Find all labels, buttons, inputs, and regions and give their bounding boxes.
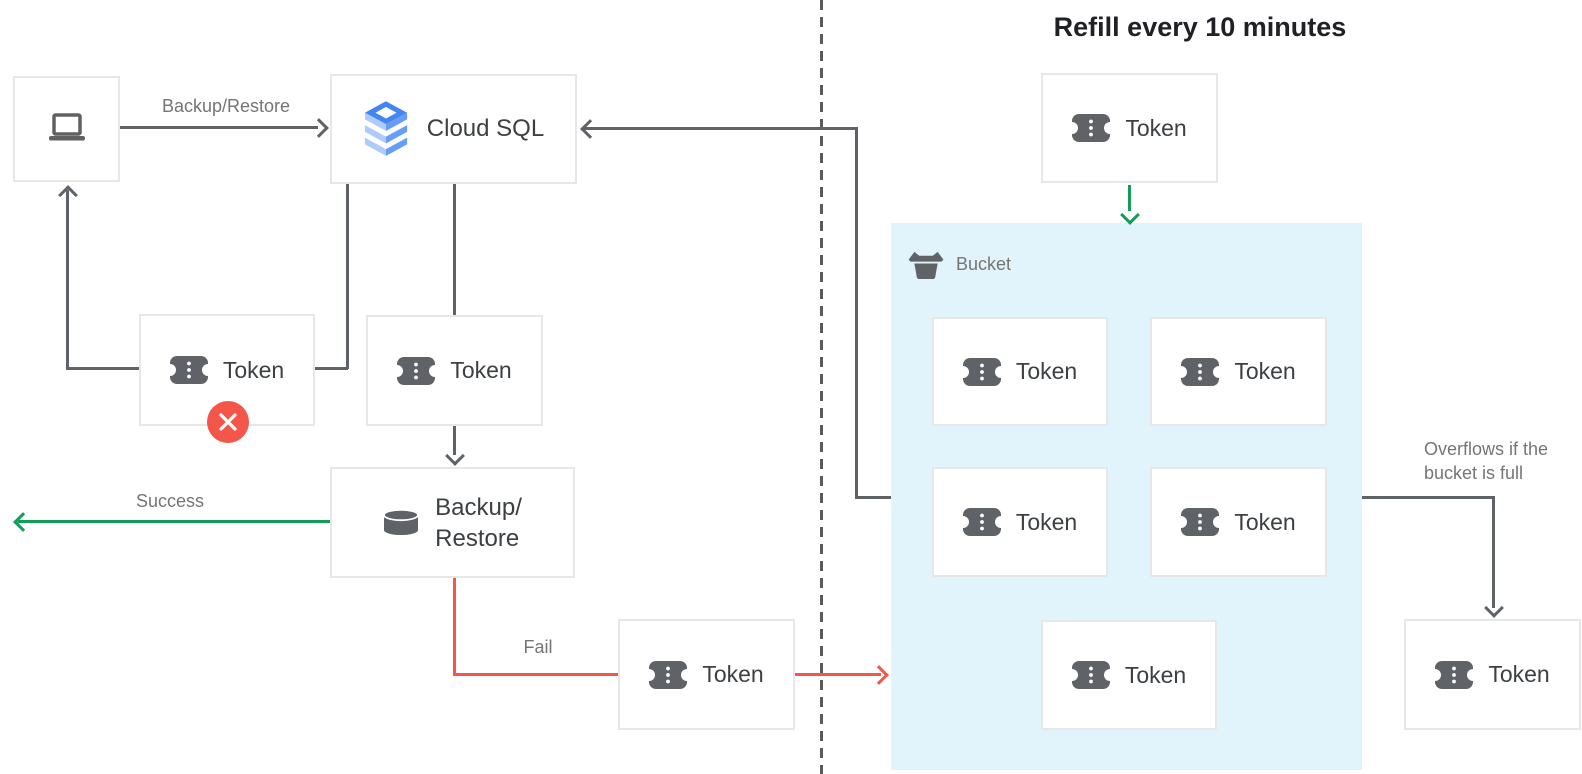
edge-fail-v xyxy=(453,578,456,675)
cloud-sql-node: Cloud SQL xyxy=(330,74,577,184)
token-denied-node: Token xyxy=(139,314,315,443)
token-label: Token xyxy=(1125,114,1187,141)
edge-bucket-to-cloudsql-v xyxy=(855,127,858,497)
token-label: Token xyxy=(1234,508,1296,535)
arrowhead-left-icon xyxy=(580,119,600,139)
token-queue-node: Token xyxy=(366,315,543,426)
bucket-token-3: Token xyxy=(932,467,1108,577)
token-icon xyxy=(649,660,688,689)
token-label: Token xyxy=(1488,661,1550,687)
edge-overflow-h xyxy=(1362,496,1493,499)
refill-token-node: Token xyxy=(1041,73,1218,183)
edge-fail-h xyxy=(453,673,618,676)
bucket-token-1: Token xyxy=(932,317,1108,426)
fail-label: Fail xyxy=(523,637,553,657)
page-title: Refill every 10 minutes xyxy=(1053,12,1347,42)
overflow-label: Overflows if the bucket is full xyxy=(1424,439,1549,483)
token-icon xyxy=(1435,660,1474,689)
arrowhead-right-icon xyxy=(309,118,329,138)
arrowhead-right-red-icon xyxy=(869,665,889,685)
success-label: Success xyxy=(135,491,205,511)
arrowhead-up-icon xyxy=(58,185,78,205)
edge-cloudsql-to-token-v xyxy=(346,183,349,369)
token-label: Token xyxy=(702,661,764,687)
edge-bucket-to-cloudsql-h xyxy=(584,127,856,130)
database-icon xyxy=(383,509,420,535)
overflow-token-node: Token xyxy=(1404,619,1581,730)
edge-cloudsql-to-midtoken xyxy=(453,183,456,315)
bucket-region: Bucket Token Token Toke xyxy=(891,223,1362,770)
token-icon xyxy=(962,357,1001,386)
edge-token-to-laptop-h xyxy=(66,367,139,370)
arrowhead-down-icon xyxy=(445,446,465,466)
token-fail-node: Token xyxy=(618,619,795,730)
backup-restore-edge-label: Backup/Restore xyxy=(161,96,291,116)
token-icon xyxy=(1072,114,1111,142)
backup-restore-node: Backup/ Restore xyxy=(330,467,575,578)
error-x-icon xyxy=(207,401,249,443)
arrowhead-left-green-icon xyxy=(13,512,33,532)
edge-success xyxy=(18,520,330,523)
arrowhead-down-icon xyxy=(1484,598,1504,618)
bucket-label: Bucket xyxy=(908,249,1011,280)
edge-midtoken-to-backup xyxy=(453,425,456,455)
token-label: Token xyxy=(1015,358,1078,384)
arrowhead-down-green-icon xyxy=(1120,205,1140,225)
cloud-sql-icon xyxy=(364,101,407,156)
token-icon xyxy=(962,508,1001,536)
token-label: Token xyxy=(1015,508,1078,535)
edge-overflow-v xyxy=(1492,496,1495,608)
edge-fail-to-bucket xyxy=(795,673,881,676)
bucket-token-4: Token xyxy=(1150,467,1327,577)
token-icon xyxy=(1181,508,1220,536)
backup-restore-label: Backup/ Restore xyxy=(435,493,522,552)
bucket-token-2: Token xyxy=(1150,317,1327,426)
token-icon xyxy=(1181,357,1220,386)
laptop-icon xyxy=(48,113,85,141)
edge-laptop-to-cloudsql xyxy=(120,126,318,129)
laptop-node xyxy=(13,76,120,182)
token-icon xyxy=(169,356,208,384)
token-label: Token xyxy=(450,357,512,383)
token-label: Token xyxy=(222,356,285,383)
dashed-divider xyxy=(820,0,823,774)
bucket-icon xyxy=(908,251,944,280)
bucket-token-bottom: Token xyxy=(1041,620,1217,730)
token-icon xyxy=(397,356,436,385)
edge-refill xyxy=(1128,185,1131,211)
edge-token-to-laptop-v xyxy=(66,190,69,368)
cloud-sql-label: Cloud SQL xyxy=(426,115,545,142)
edge-bucket-exit-left xyxy=(855,496,891,499)
edge-cloudsql-to-token-h xyxy=(314,367,348,370)
token-label: Token xyxy=(1234,358,1296,384)
token-icon xyxy=(1071,661,1110,689)
bucket-label-text: Bucket xyxy=(956,254,1012,274)
token-label: Token xyxy=(1124,661,1187,688)
